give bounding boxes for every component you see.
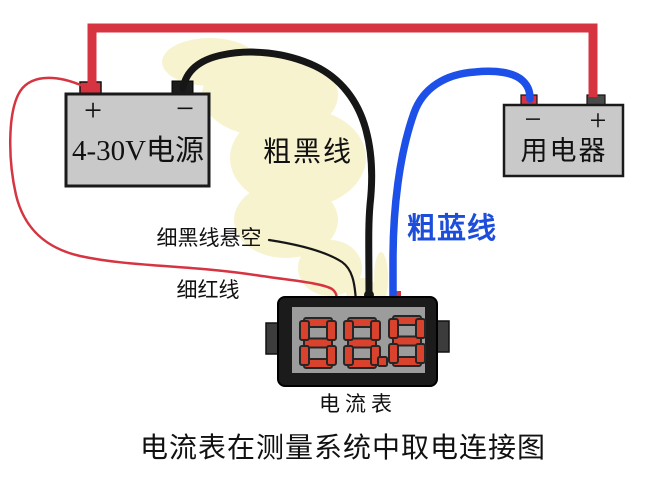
ammeter: 电流表 bbox=[265, 296, 450, 416]
thin-red-wire bbox=[8, 76, 339, 304]
thin-red-wire-label: 细红线 bbox=[177, 278, 240, 302]
power-supply-box: + − 4-30V电源 bbox=[64, 80, 211, 188]
thick-blue-wire bbox=[389, 67, 534, 307]
diagram-caption: 电流表在测量系统中取电连接图 bbox=[140, 432, 546, 464]
digit-8-2 bbox=[343, 317, 381, 369]
power-negative-mark: − bbox=[176, 90, 194, 126]
digit-8-3 bbox=[388, 315, 426, 367]
power-supply-label: 4-30V电源 bbox=[72, 134, 204, 167]
load-box: − + 用电器 bbox=[502, 94, 625, 178]
load-negative-mark: − bbox=[525, 103, 542, 136]
load-positive-mark: + bbox=[590, 104, 607, 137]
thick-black-wire-label: 粗黑线 bbox=[263, 136, 353, 168]
decimal-point bbox=[377, 356, 388, 367]
thick-blue-wire-label: 粗蓝线 bbox=[407, 212, 497, 245]
thick-black-wire bbox=[179, 48, 376, 305]
thick-red-wire bbox=[87, 23, 598, 97]
thin-black-wire-label: 细黑线悬空 bbox=[157, 226, 262, 250]
ammeter-label: 电流表 bbox=[319, 392, 397, 416]
load-body bbox=[502, 103, 625, 178]
power-supply-body bbox=[64, 92, 211, 188]
digit-8-1 bbox=[299, 317, 337, 369]
highlight-blob bbox=[162, 38, 388, 306]
meter-terminal-red-nub bbox=[395, 291, 401, 300]
power-positive-mark: + bbox=[84, 92, 102, 128]
thin-black-wire bbox=[267, 238, 358, 305]
ammeter-display-digits bbox=[299, 315, 426, 369]
load-label: 用电器 bbox=[521, 136, 608, 166]
